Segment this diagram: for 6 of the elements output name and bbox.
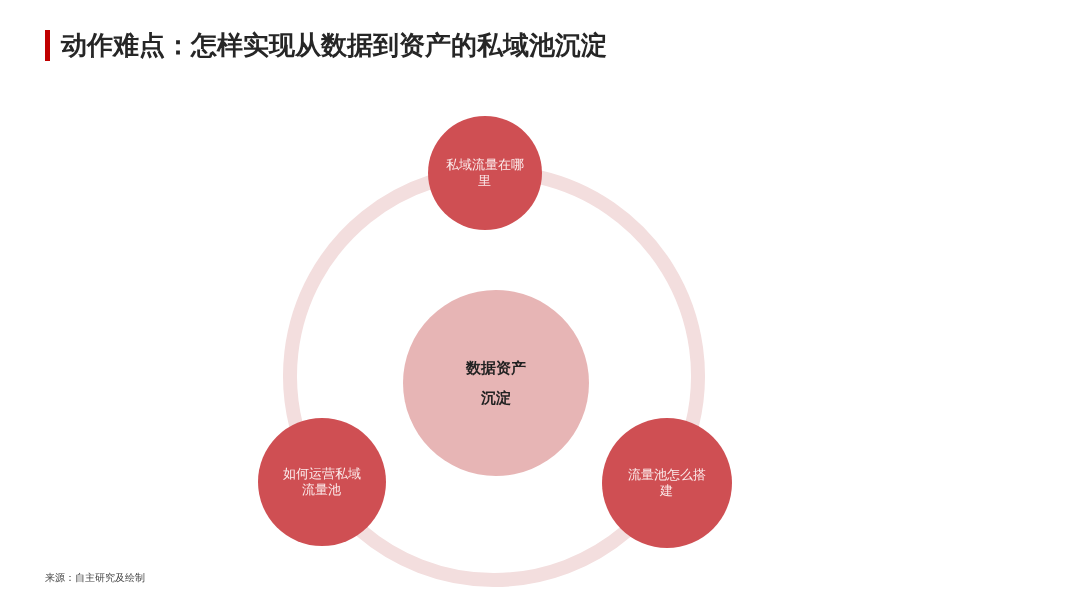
source-note: 来源：自主研究及绘制 (45, 571, 145, 585)
circle-label: 数据资产沉淀 (465, 358, 527, 408)
circle-label: 如何运营私域流量池 (282, 466, 362, 498)
circle-label: 流量池怎么搭建 (627, 467, 707, 499)
title: 动作难点：怎样实现从数据到资产的私域池沉淀 (61, 29, 607, 62)
circle-label: 私域流量在哪里 (445, 157, 525, 189)
